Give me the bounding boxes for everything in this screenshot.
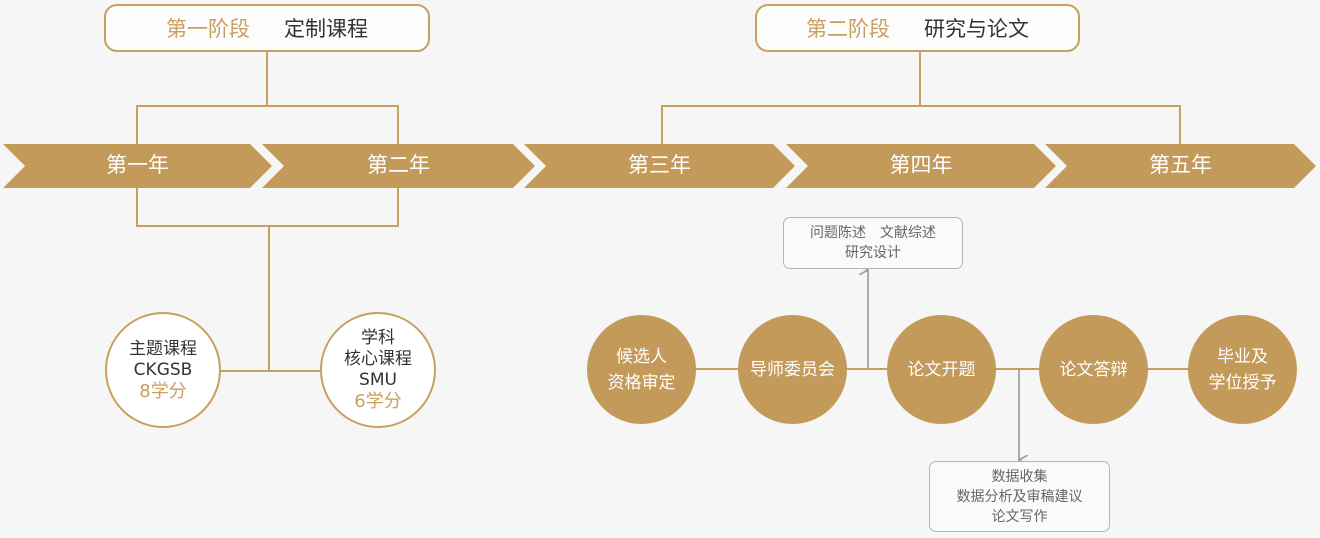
step-3-line-1: 论文开题	[907, 359, 976, 380]
step-1-line-2: 资格审定	[607, 372, 676, 393]
course-1-line-2: CKGSB	[133, 359, 193, 380]
step-5-line-2: 学位授予	[1208, 372, 1277, 393]
data-note: 数据收集 数据分析及审稿建议 论文写作	[929, 461, 1110, 532]
step-1-line-1: 候选人	[616, 346, 667, 367]
note-arrows	[868, 270, 1019, 460]
step-5-line-1: 毕业及	[1217, 346, 1268, 367]
course-2-line-1: 学科	[361, 328, 395, 348]
year-label-5: 第五年	[1149, 153, 1212, 177]
research-note: 问题陈述 文献综述 研究设计	[783, 217, 963, 269]
course-2-line-2: 核心课程	[344, 349, 412, 369]
step-candidacy: 候选人 资格审定	[587, 315, 696, 424]
step-defense: 论文答辩	[1039, 315, 1148, 424]
year-label-3: 第三年	[628, 153, 691, 177]
course-circle-smu: 学科 核心课程 SMU 6学分	[320, 312, 436, 428]
year-label-4: 第四年	[889, 153, 953, 177]
step-graduation: 毕业及 学位授予	[1188, 315, 1297, 424]
research-note-line-2: 研究设计	[845, 245, 901, 261]
stage-1-theme: 定制课程	[284, 17, 368, 41]
course-circle-ckgsb: 主题课程 CKGSB 8学分	[105, 312, 221, 428]
chevron-year-5	[1045, 144, 1316, 188]
research-note-line-1: 问题陈述 文献综述	[810, 225, 936, 241]
stage-2-theme: 研究与论文	[924, 17, 1029, 41]
stage-header-2: 第二阶段 研究与论文	[755, 4, 1080, 52]
year-chevron-banner	[3, 144, 1316, 188]
step-4-line-1: 论文答辩	[1059, 359, 1128, 380]
chevron-year-1	[3, 144, 272, 188]
step-advisor-committee: 导师委员会	[738, 315, 847, 424]
step-2-line-1: 导师委员会	[750, 359, 835, 380]
stage-header-1: 第一阶段 定制课程	[104, 4, 430, 52]
chevron-year-3	[524, 144, 795, 188]
stage-2-phase: 第二阶段	[806, 17, 890, 41]
course-2-line-3: SMU	[359, 370, 397, 390]
data-note-line-1: 数据收集	[991, 468, 1048, 485]
course-2-credit: 6学分	[354, 391, 402, 412]
stage-1-phase: 第一阶段	[166, 17, 250, 41]
step-proposal: 论文开题	[887, 315, 996, 424]
year-label-1: 第一年	[106, 153, 169, 177]
chevron-year-4	[786, 144, 1056, 188]
course-1-credit: 8学分	[139, 380, 187, 402]
year-label-2: 第二年	[367, 153, 430, 177]
chevron-year-2	[262, 144, 535, 188]
course-1-line-1: 主题课程	[129, 338, 197, 359]
data-note-line-2: 数据分析及审稿建议	[956, 488, 1083, 505]
data-note-line-3: 论文写作	[991, 508, 1048, 525]
